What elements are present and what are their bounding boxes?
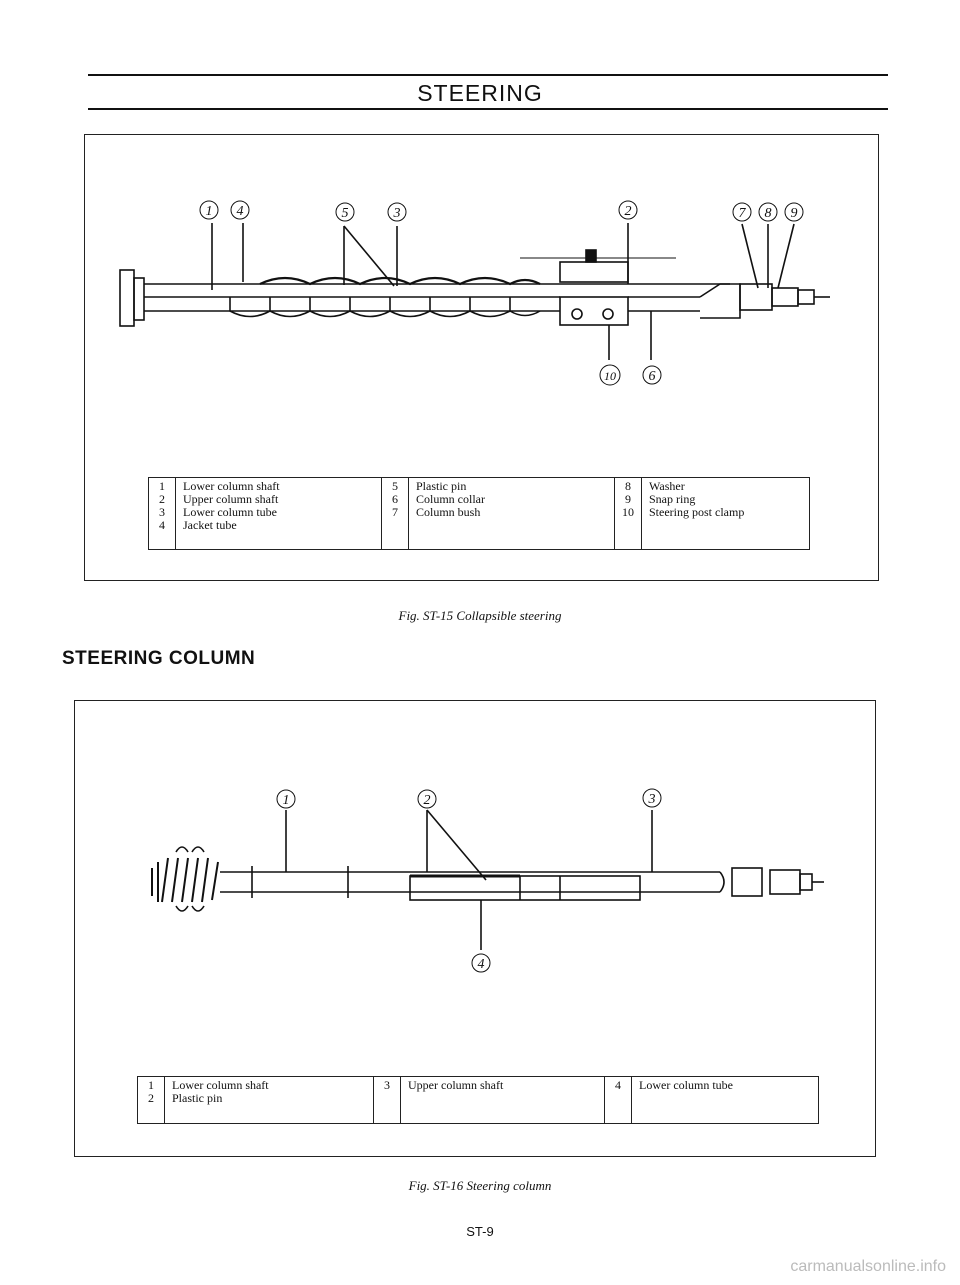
legend-item: Snap ring — [649, 492, 696, 506]
legend-item: Lower column shaft — [183, 479, 280, 493]
legend-item: Upper column shaft — [408, 1078, 504, 1092]
fig1-callout-10: 10 — [604, 369, 616, 383]
legend-item: Lower column tube — [183, 505, 277, 519]
header-rule-top — [88, 74, 888, 76]
legend-item: Upper column shaft — [183, 492, 279, 506]
legend-column: 4 Lower column tube — [605, 1077, 818, 1123]
fig2-callout-1: 1 — [283, 793, 290, 808]
legend-item: Lower column tube — [639, 1078, 733, 1092]
fig1-callout-7: 7 — [739, 206, 747, 221]
figure-2-frame — [74, 700, 876, 1157]
fig1-callout-4: 4 — [237, 204, 244, 219]
fig1-callout-6: 6 — [649, 369, 656, 384]
legend-item: Plastic pin — [172, 1091, 223, 1105]
legend-item: Lower column shaft — [172, 1078, 269, 1092]
legend-item: Washer — [649, 479, 685, 493]
legend-item: Steering post clamp — [649, 505, 745, 519]
fig1-callout-2: 2 — [625, 204, 632, 219]
fig1-callout-1: 1 — [206, 204, 213, 219]
page-number: ST-9 — [466, 1224, 494, 1239]
fig1-callout-9: 9 — [791, 206, 798, 221]
legend-column: 1 2 Lower column shaft Plastic pin — [138, 1077, 374, 1123]
section-heading: STEERING COLUMN — [62, 648, 256, 669]
legend-column: 1 2 3 4 Lower column shaft Upper column … — [149, 478, 382, 549]
legend-column: 8 9 10 Washer Snap ring Steering post cl… — [615, 478, 809, 549]
figure-2-legend: 1 2 Lower column shaft Plastic pin 3 Upp… — [137, 1076, 819, 1124]
figure-2-caption: Fig. ST-16 Steering column — [408, 1178, 552, 1193]
legend-item: Column bush — [416, 505, 481, 519]
fig1-callout-5: 5 — [342, 206, 349, 221]
legend-column: 3 Upper column shaft — [374, 1077, 605, 1123]
fig1-callout-3: 3 — [393, 206, 401, 221]
fig2-callout-2: 2 — [424, 793, 431, 808]
legend-column: 5 6 7 Plastic pin Column collar Column b… — [382, 478, 615, 549]
page-title: STEERING — [417, 80, 543, 106]
legend-item: Column collar — [416, 492, 485, 506]
figure-1-legend: 1 2 3 4 Lower column shaft Upper column … — [148, 477, 810, 550]
watermark: carmanualsonline.info — [790, 1258, 946, 1275]
figure-1-frame — [84, 134, 879, 581]
figure-1-caption: Fig. ST-15 Collapsible steering — [398, 608, 562, 623]
fig1-callout-8: 8 — [765, 206, 772, 221]
fig2-callout-4: 4 — [478, 957, 485, 972]
fig2-callout-3: 3 — [648, 792, 656, 807]
header-rule-bottom — [88, 108, 888, 110]
legend-item: Plastic pin — [416, 479, 467, 493]
legend-item: Jacket tube — [183, 518, 237, 532]
